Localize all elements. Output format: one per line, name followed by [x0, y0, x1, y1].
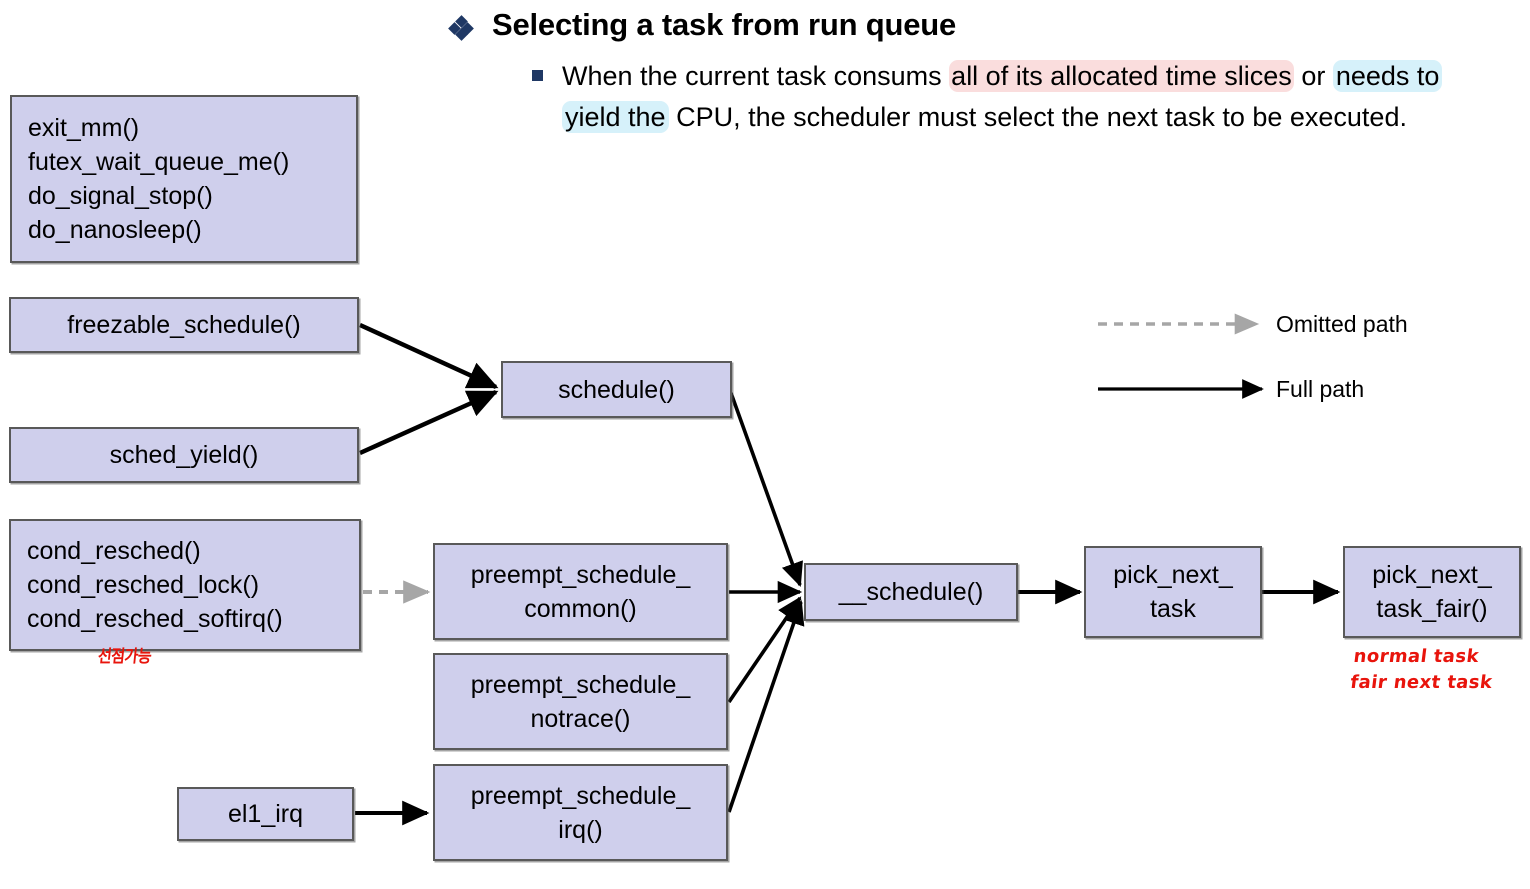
- node-pick-next-task[interactable]: pick_next_ task: [1084, 546, 1262, 638]
- edge-preemptnotrace-to-__schedule: [727, 596, 802, 704]
- node-label: exit_mm() futex_wait_queue_me() do_signa…: [28, 114, 290, 244]
- node-label: el1_irq: [227, 800, 304, 828]
- node-cond-resched[interactable]: cond_resched() cond_resched_lock() cond_…: [9, 519, 361, 651]
- diamond-cluster-bullet-icon: [448, 15, 474, 41]
- highlight-cyan-phrase-1: needs to: [1332, 59, 1443, 92]
- node-label: cond_resched() cond_resched_lock() cond_…: [27, 537, 283, 633]
- annotation-cond-resched-scribble: 선점가능: [96, 645, 153, 667]
- annotation-pick-next-task-fair-note: normal task fair next task: [1349, 646, 1494, 693]
- page-title: Selecting a task from run queue: [492, 7, 957, 42]
- node-label: preempt_schedule_ common(): [470, 560, 691, 623]
- node-label: freezable_schedule(): [67, 311, 301, 339]
- node-label: preempt_schedule_ notrace(): [470, 670, 691, 733]
- highlight-cyan-phrase-2: yield the: [562, 100, 669, 133]
- node-freezable-schedule[interactable]: freezable_schedule(): [9, 297, 359, 353]
- node-label: __schedule(): [838, 578, 984, 606]
- node-label: schedule(): [558, 375, 675, 404]
- edge-schedyield-to-schedule: [359, 389, 499, 456]
- square-bullet-icon: [532, 69, 543, 81]
- node-label: preempt_schedule_ irq(): [470, 781, 691, 844]
- node-wait-funcs[interactable]: exit_mm() futex_wait_queue_me() do_signa…: [10, 95, 358, 263]
- legend-full-path-label: Full path: [1276, 376, 1365, 402]
- node-label: pick_next_ task_fair(): [1372, 561, 1492, 623]
- node-preempt-schedule-irq[interactable]: preempt_schedule_ irq(): [433, 764, 728, 861]
- node-__schedule[interactable]: __schedule(): [804, 563, 1018, 621]
- node-label: pick_next_ task: [1113, 561, 1233, 623]
- body-row: When the current task consums all of its…: [532, 56, 1510, 138]
- node-el1-irq[interactable]: el1_irq: [177, 787, 354, 841]
- edge-schedule-to-__schedule: [729, 392, 803, 588]
- node-schedule[interactable]: schedule(): [501, 361, 732, 418]
- node-preempt-schedule-notrace[interactable]: preempt_schedule_ notrace(): [433, 653, 728, 750]
- body-segment-2: or: [1293, 60, 1333, 91]
- body-segment-4: CPU, the scheduler must select the next …: [668, 101, 1407, 132]
- title-row: Selecting a task from run queue: [448, 6, 1510, 45]
- legend-omitted-path-label: Omitted path: [1276, 311, 1408, 337]
- node-preempt-schedule-common[interactable]: preempt_schedule_ common(): [433, 543, 728, 640]
- node-pick-next-task-fair[interactable]: pick_next_ task_fair(): [1343, 546, 1521, 638]
- node-sched-yield[interactable]: sched_yield(): [9, 427, 359, 483]
- edge-freezable-to-schedule: [359, 322, 499, 390]
- highlight-pink-phrase: all of its allocated time slices: [949, 59, 1294, 92]
- body-segment-1: When the current task consums: [562, 60, 950, 91]
- body-paragraph: When the current task consums all of its…: [562, 56, 1494, 138]
- node-label: sched_yield(): [109, 441, 259, 469]
- slide-heading: Selecting a task from run queue When the…: [448, 6, 1510, 138]
- edge-preemptirq-to-__schedule: [727, 599, 805, 813]
